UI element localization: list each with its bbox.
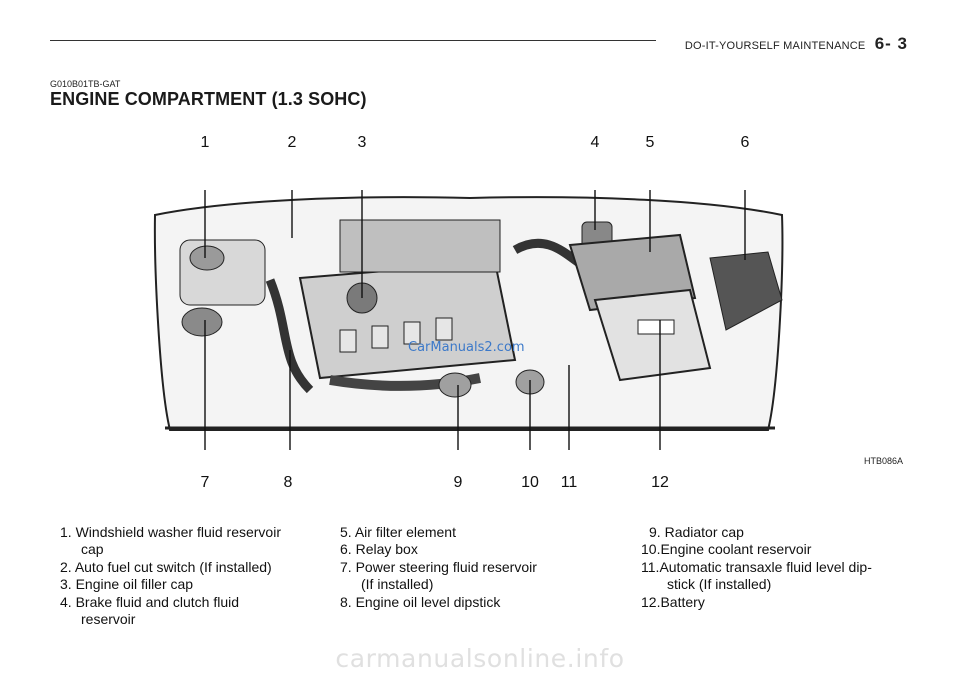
legend-item: 5. Air filter element: [340, 524, 456, 540]
header-rule: [50, 40, 656, 41]
document-code: G010B01TB-GAT: [50, 79, 121, 89]
legend-item: 7. Power steering fluid reservoir (If in…: [340, 558, 537, 593]
legend-item: 3. Engine oil filler cap: [60, 576, 194, 593]
callout-2: 2: [287, 134, 297, 151]
relay-box: [709, 251, 783, 331]
callout-10: 10: [521, 474, 539, 491]
callout-11: 11: [560, 474, 578, 491]
callout-8: 8: [283, 474, 293, 491]
callout-5: 5: [645, 134, 655, 151]
callout-6: 6: [740, 134, 750, 151]
legend-item: 2. Auto fuel cut switch (If installed): [60, 558, 272, 575]
legend-item: 8. Engine oil level dipstick: [340, 593, 501, 610]
washer-reservoir: [179, 239, 266, 306]
legend-column-3: 9. Radiator cap 10.Engine coolant reserv…: [641, 524, 921, 611]
legend-item: 4. Brake fluid and clutch fluid reservoi…: [60, 593, 240, 628]
radiator-cap: [438, 372, 472, 398]
legend-item: 1. Windshield washer fluid reservoir cap: [60, 524, 281, 558]
legend-item: 6. Relay box: [340, 541, 418, 558]
ps-reservoir: [181, 307, 223, 337]
watermark: carmanualsonline.info: [335, 644, 625, 673]
figure-code: HTB086A: [864, 456, 904, 466]
callout-1: 1: [200, 134, 210, 151]
inline-watermark: CarManuals2.com: [408, 340, 525, 355]
engine-compartment-illustration: [153, 190, 784, 450]
legend-column-1: 1. Windshield washer fluid reservoir cap…: [60, 524, 335, 628]
page-number: 6- 3: [874, 34, 908, 53]
legend-item: 10.Engine coolant reservoir: [641, 541, 812, 558]
legend-column-2: 5. Air filter element 6. Relay box 7. Po…: [340, 524, 610, 611]
intake-manifold: [339, 219, 501, 273]
callout-9: 9: [453, 474, 463, 491]
callout-4: 4: [590, 134, 600, 151]
legend-item: 11.Automatic transaxle fluid level dip- …: [641, 558, 872, 593]
callout-3: 3: [357, 134, 367, 151]
section-title: DO-IT-YOURSELF MAINTENANCE: [684, 40, 866, 52]
engine-block: [298, 260, 517, 380]
legend-item: 9. Radiator cap: [649, 524, 744, 540]
battery: [593, 288, 712, 382]
air-filter-housing: [568, 233, 697, 312]
callout-7: 7: [200, 474, 210, 491]
callout-12: 12: [651, 474, 669, 491]
section-header: DO-IT-YOURSELF MAINTENANCE 6- 3: [685, 34, 908, 54]
washer-cap: [189, 245, 225, 271]
page-title: ENGINE COMPARTMENT (1.3 SOHC): [50, 89, 367, 109]
legend-item: 12.Battery: [641, 593, 705, 610]
